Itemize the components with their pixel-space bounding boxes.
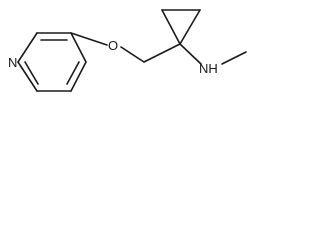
amine-nitrogen-label: NH	[199, 61, 218, 76]
pyridine-nitrogen-label: N	[8, 55, 17, 70]
bond-cq-n	[179, 43, 202, 65]
bond-n-me	[221, 51, 247, 65]
bond-cb-cq	[179, 9, 201, 45]
bond-cq-ca	[161, 9, 181, 45]
ether-oxygen-label: O	[108, 38, 118, 53]
bond-ch2-cq	[143, 43, 181, 63]
bond-o-ch2	[120, 46, 145, 63]
pyridine-ring	[17, 32, 87, 92]
bond-c3-c4	[70, 32, 87, 63]
cyclopropane-ring	[161, 9, 201, 45]
chemical-structure: N O NH	[8, 9, 247, 92]
double-bond-inner-3	[24, 61, 39, 85]
bond-n-c2	[17, 32, 38, 63]
double-bond-inner-2	[66, 61, 80, 85]
bond-c6-n	[17, 61, 38, 92]
bond-c4-c5	[70, 61, 87, 92]
bond-c3-o	[70, 32, 108, 46]
